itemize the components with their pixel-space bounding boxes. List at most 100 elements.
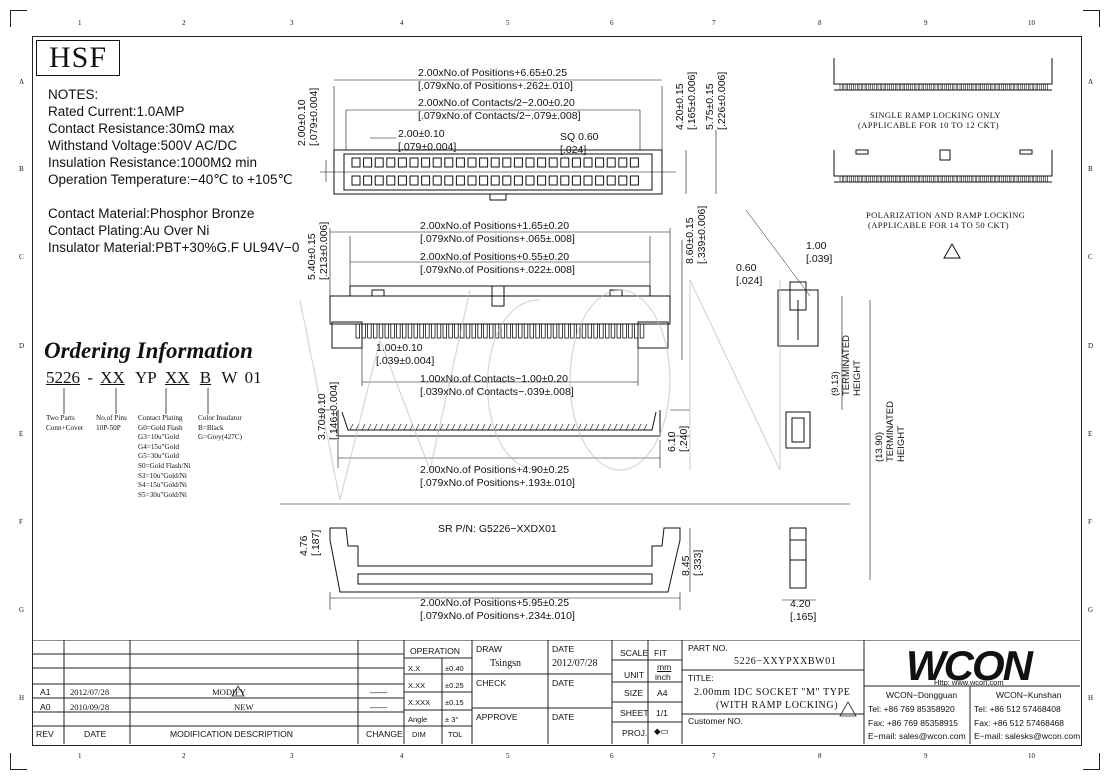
code-w: W (221, 368, 238, 387)
variant-tooth (942, 83, 946, 91)
contact-tooth (436, 323, 442, 339)
variant-tooth (919, 175, 923, 183)
variant-tooth (953, 83, 957, 91)
variant-tooth (881, 83, 885, 91)
variant-tooth (915, 83, 919, 91)
pin-cell (583, 157, 593, 168)
ks-name: WCON−Kunshan (996, 690, 1062, 700)
contact-tooth (419, 323, 424, 339)
code-series: 5226 (46, 368, 80, 387)
pin-cell (397, 157, 407, 168)
code-color: B (199, 368, 212, 387)
contact-tooth (378, 323, 384, 339)
contact-tooth (413, 323, 418, 339)
variant-tooth (1025, 175, 1029, 183)
dim-profile-overall: 2.00xNo.of Positions+4.90±0.25[.079xNo.o… (420, 464, 575, 489)
check-date-label: DATE (552, 678, 575, 688)
check-label: CHECK (476, 678, 507, 688)
variant-teeth (839, 83, 1048, 183)
variant-tooth (847, 83, 851, 91)
end-views (745, 209, 871, 601)
pin-cell (479, 175, 489, 186)
dim-side-right-h: 8.60±0.15[.339±0.006] (684, 205, 708, 264)
variant-tooth (892, 175, 896, 183)
variant-polar-note: POLARIZATION AND RAMP LOCKING(APPLICABLE… (866, 210, 1026, 230)
tol-xxxx-key: X.XXX (408, 698, 431, 707)
contact-tooth (541, 323, 546, 339)
variant-tooth (957, 83, 961, 91)
pin-cell (409, 157, 419, 168)
contact-tooth (390, 323, 395, 339)
pin-cell (548, 157, 558, 168)
variant-tooth (1003, 83, 1006, 91)
pin-cell (432, 175, 442, 186)
pin-cell (595, 157, 605, 168)
profile-tooth (553, 423, 558, 431)
variant-tooth (911, 175, 915, 183)
pin-cell (455, 175, 465, 186)
variant-tooth (911, 83, 915, 91)
variant-tooth (1003, 175, 1006, 183)
tol-xxx-val: ±0.25 (445, 681, 464, 690)
variant-tooth (889, 175, 892, 183)
profile-tooth (391, 423, 396, 431)
tol-xxxx-val: ±0.15 (445, 698, 464, 707)
pin-cell (606, 175, 616, 186)
watermark (299, 279, 781, 501)
profile-tooth (475, 423, 480, 431)
profile-tooth (529, 423, 534, 431)
variant-tooth (1018, 83, 1022, 91)
variant-tooth (946, 83, 949, 91)
pin-cell (560, 175, 570, 186)
technical-drawing (280, 58, 1053, 610)
variant-tooth (1010, 83, 1014, 91)
pin-cell (606, 157, 616, 168)
profile-tooth (451, 423, 456, 431)
profile-tooth (559, 423, 564, 431)
variant-tooth (854, 175, 858, 183)
contact-tooth (372, 323, 378, 339)
projection-icon: ◆▭ (654, 726, 669, 736)
title-label: TITLE: (688, 673, 714, 683)
pin-cell (444, 157, 454, 168)
variant-tooth (995, 83, 999, 91)
dim-left-height: 2.00±0.10[.079±0.004] (296, 87, 320, 146)
contact-tooth (396, 323, 401, 339)
variant-tooth (847, 175, 851, 183)
code-yp: YP (134, 368, 157, 387)
variant-tooth (908, 175, 911, 183)
website: Http: www.wcon.com (934, 678, 1004, 687)
profile-tooth (385, 423, 390, 431)
notes-heading: NOTES: (48, 87, 99, 102)
tol-xx-val: ±0.40 (445, 664, 464, 673)
ordering-title: Ordering Information (44, 338, 253, 363)
notes-block: NOTES: Rated Current:1.0AMP Contact Resi… (48, 86, 299, 256)
contact-tooth (616, 323, 621, 339)
profile-tooth (421, 423, 426, 431)
variant-tooth (892, 83, 896, 91)
contact-tooth (448, 323, 453, 339)
contact-tooth (529, 323, 534, 339)
variant-tooth (870, 83, 873, 91)
pin-cell (386, 157, 396, 168)
contact-tooth (558, 323, 563, 339)
note-line: Operation Temperature:−40℃ to +105℃ (48, 172, 293, 187)
variant-tooth (873, 175, 877, 183)
variant-tooth (999, 83, 1003, 91)
part-no-label: PART NO. (688, 643, 728, 653)
variant-tooth (1006, 175, 1010, 183)
variant-tooth (908, 83, 911, 91)
variant-tooth (843, 175, 847, 183)
contact-tooth (477, 323, 482, 339)
dim-right-h2: 5.75±0.15[.226±0.006] (704, 71, 728, 130)
contact-tooth (425, 323, 430, 339)
dim-right-h1: 4.20±0.15[.165±0.006] (674, 71, 698, 130)
variant-tooth (877, 83, 881, 91)
dim-side-left-h: 5.40±0.15[.213±0.006] (306, 221, 330, 280)
contact-tooth (500, 323, 505, 339)
variant-tooth (987, 83, 991, 91)
profile-tooth (403, 423, 408, 431)
pin-cell (571, 175, 581, 186)
